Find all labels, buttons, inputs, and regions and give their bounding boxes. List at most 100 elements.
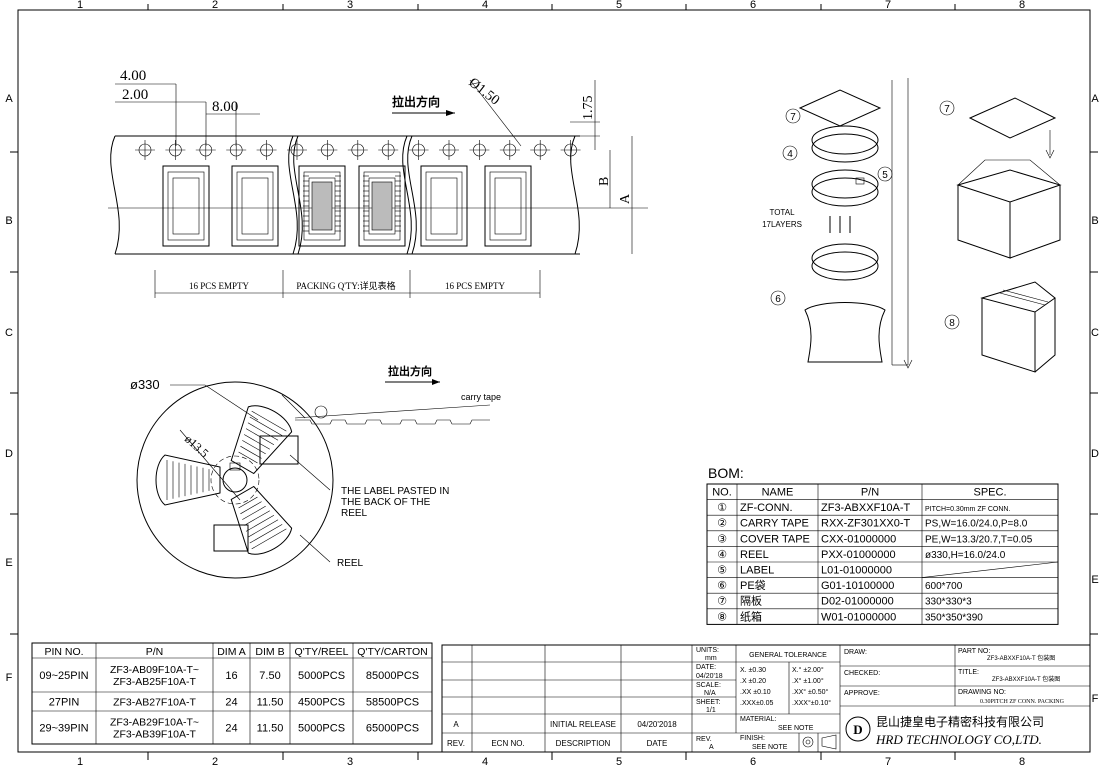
bom-cell-spec: PS,W=16.0/24.0,P=8.0: [925, 519, 1028, 530]
zone-col-4-bottom: 4: [482, 756, 488, 768]
stack-total-2: 17LAYERS: [762, 220, 802, 229]
pin-header-1: P/N: [146, 646, 164, 658]
drawing-no-label: DRAWING NO:: [958, 689, 1006, 696]
pin-cell-reel: 5000PCS: [298, 723, 345, 735]
svg-text:6: 6: [775, 294, 781, 305]
svg-text:5: 5: [882, 170, 888, 181]
bom-cell-no: ⑤: [717, 565, 727, 577]
part-no-value: ZF3-ABXXF10A-T 包装图: [987, 654, 1055, 662]
part-no-label: PART NO:: [958, 648, 990, 655]
zone-col-7: 7: [885, 0, 891, 11]
zone-row-e-right: E: [1091, 574, 1098, 586]
tol-left-4: .XXX±0.05: [740, 700, 774, 707]
pin-cell-carton: 65000PCS: [366, 723, 419, 735]
finish-label: FINISH:: [740, 735, 765, 742]
checked-label: CHECKED:: [844, 670, 880, 677]
bom-cell-spec: 330*330*3: [925, 597, 972, 608]
tape-pocket: [231, 165, 279, 247]
zone-col-8-bottom: 8: [1019, 756, 1025, 768]
carrier-tape-view: 4.00 2.00 8.00 Ø1.50 1.75 B A 拉出方向 16 PC…: [108, 68, 648, 298]
dim-2: 2.00: [122, 87, 148, 103]
sprocket-hole: [469, 140, 490, 160]
tolerance-title: GENERAL TOLERANCE: [749, 652, 827, 659]
tape-pocket: [162, 165, 210, 247]
dim-175: 1.75: [581, 96, 596, 121]
material-value: SEE NOTE: [778, 725, 814, 732]
bom-cell-pn: PXX-01000000: [821, 549, 896, 561]
tape-pocket: [484, 165, 532, 247]
bom-cell-no: ⑥: [717, 580, 727, 592]
pin-cell-pin: 27PIN: [49, 697, 80, 709]
date-header: DATE: [647, 739, 668, 748]
zone-row-c-right: C: [1091, 327, 1099, 339]
sheet-value: 1/1: [706, 707, 716, 714]
bom-cell-pn: G01-10100000: [821, 580, 894, 592]
bom-header-no: NO.: [712, 487, 732, 499]
packing-qty-label: PACKING Q'TY:详见表格: [296, 280, 395, 291]
rev-value: A: [453, 720, 459, 729]
rev-block-label: REV.: [696, 736, 712, 743]
desc-header: DESCRIPTION: [556, 739, 611, 748]
zone-row-e: E: [5, 557, 12, 569]
pin-cell-b: 11.50: [257, 723, 284, 735]
zone-col-6-bottom: 6: [750, 756, 756, 768]
pin-cell-a: 24: [225, 697, 237, 709]
empty-left-label: 16 PCS EMPTY: [189, 281, 250, 291]
hub-diameter-label: ø13.5: [182, 432, 211, 460]
sprocket-hole: [408, 140, 429, 160]
title-block: A INITIAL RELEASE 04/20'2018 REV. ECN NO…: [441, 644, 1091, 753]
pin-cell-pn: ZF3-AB09F10A-T~: [110, 664, 199, 676]
zone-row-d: D: [5, 448, 13, 460]
bom-cell-spec: 350*350*390: [925, 612, 983, 623]
tape-pocket: [298, 165, 346, 247]
sprocket-hole: [287, 140, 307, 160]
approve-label: APPROVE:: [844, 690, 880, 697]
zone-row-a: A: [5, 93, 13, 105]
reel-spoke: [230, 405, 293, 475]
bom-cell-spec: ø330,H=16.0/24.0: [925, 550, 1006, 561]
empty-right-label: 16 PCS EMPTY: [445, 281, 506, 291]
bom-cell-name: 纸箱: [740, 609, 762, 623]
bom-cell-pn: RXX-ZF301XX0-T: [821, 518, 911, 530]
zone-col-1: 1: [77, 0, 83, 11]
dim-b: B: [597, 177, 612, 186]
zone-col-8: 8: [1019, 0, 1025, 11]
title-label: TITLE:: [958, 669, 979, 676]
zone-col-6: 6: [750, 0, 756, 11]
pin-cell-pn: ZF3-AB25F10A-T: [113, 676, 196, 688]
svg-text:4: 4: [787, 149, 793, 160]
bom-cell-no: ③: [717, 533, 727, 545]
bom-cell-name: CARRY TAPE: [740, 518, 809, 530]
pin-cell-a: 24: [225, 723, 237, 735]
bom-cell-name: ZF-CONN.: [740, 502, 793, 514]
dim-hole: Ø1.50: [466, 75, 503, 108]
scale-label: SCALE:: [696, 682, 721, 689]
svg-text:7: 7: [790, 112, 796, 123]
carry-tape-label: carry tape: [461, 392, 501, 402]
pin-header-3: DIM B: [255, 646, 284, 658]
company-name-en: HRD TECHNOLOGY CO,LTD.: [875, 732, 1042, 747]
pin-header-4: Q'TY/REEL: [295, 646, 349, 658]
zone-col-2-bottom: 2: [212, 756, 218, 768]
bom-cell-pn: CXX-01000000: [821, 533, 896, 545]
scale-value: N/A: [704, 690, 716, 697]
tol-right-2: .X° ±1.00°: [792, 677, 824, 685]
material-label: MATERIAL:: [740, 716, 776, 723]
bom-header-pn: P/N: [861, 487, 879, 499]
pin-cell-pn: ZF3-AB27F10A-T: [113, 697, 196, 709]
bom-cell-no: ⑦: [717, 596, 727, 608]
draw-label: DRAW:: [844, 649, 867, 656]
pin-cell-pin: 29~39PIN: [39, 723, 88, 735]
finish-value: SEE NOTE: [752, 744, 788, 751]
tape-pocket: [358, 165, 406, 247]
bom-cell-name: REEL: [740, 549, 769, 561]
zone-row-b-right: B: [1091, 215, 1098, 227]
dim-4: 4.00: [120, 68, 146, 84]
pin-cell-reel: 5000PCS: [298, 670, 345, 682]
tol-right-3: .XX° ±0.50°: [792, 688, 828, 696]
zone-row-d-right: D: [1091, 448, 1099, 460]
bom-title: BOM:: [708, 465, 744, 481]
bom-cell-name: LABEL: [740, 565, 774, 577]
